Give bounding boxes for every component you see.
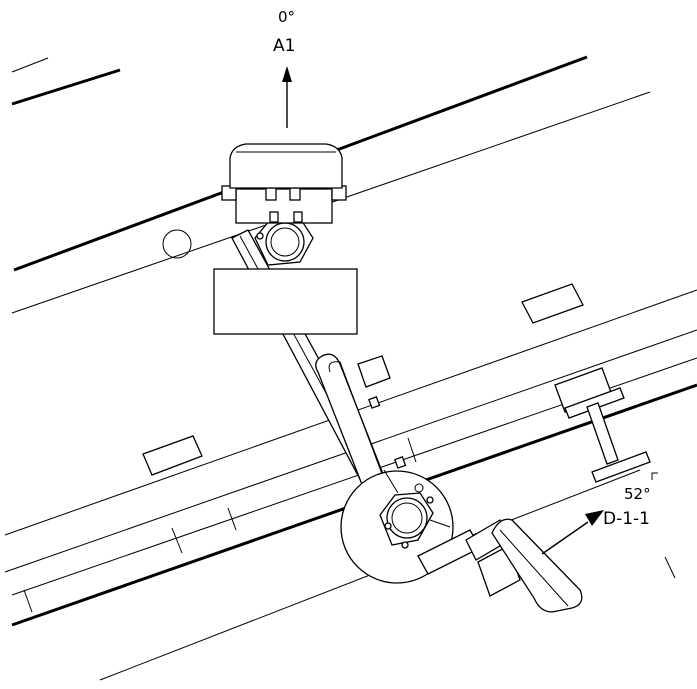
- parapet-line-top-left: [11, 68, 121, 106]
- upper-bolt-1: [256, 232, 264, 240]
- bracket-channel: [315, 353, 395, 511]
- clamp-leader-1: [383, 469, 399, 494]
- right-label-text: D-1-1: [603, 509, 650, 529]
- clamp-bolt-1: [384, 522, 392, 530]
- lower-panel-antenna: [417, 518, 583, 613]
- clamp-leader-2: [429, 519, 451, 528]
- i-beam-web: [586, 402, 619, 465]
- pad-mid-left: [142, 435, 203, 476]
- i-beam-top-flange: [564, 387, 625, 419]
- bracket-inner-line: [328, 361, 389, 491]
- pad-divider-3: [407, 437, 417, 463]
- bracket-bolt-bottom: [394, 456, 407, 469]
- top-label-text: A1: [273, 36, 295, 56]
- pad-divider-2: [171, 527, 183, 554]
- clamp-bolt-2: [426, 496, 434, 504]
- roof-edge-lines: [4, 55, 697, 681]
- upper-pipe: [265, 222, 305, 262]
- bracket-bolt-top: [368, 396, 381, 409]
- reference-circle: [162, 229, 192, 259]
- short-edge-line: [11, 57, 49, 73]
- base-plate-hole: [414, 483, 424, 493]
- right-direction-arrow: [541, 510, 604, 555]
- upper-antenna-body: [229, 143, 343, 189]
- upper-bracket-plate: [235, 188, 333, 224]
- pad-upper-right: [521, 283, 584, 324]
- pad-divider-1: [227, 507, 237, 531]
- pad-divider-4: [23, 589, 33, 613]
- lower-antenna-body: [491, 518, 583, 613]
- pad-under-bracket: [357, 355, 391, 388]
- top-arrow-head: [282, 66, 292, 82]
- upper-bracket-ear-left: [221, 185, 237, 201]
- lower-pipe-inner: [391, 502, 423, 534]
- label-box: [213, 268, 358, 335]
- right-arrow-head: [585, 510, 604, 526]
- upper-antenna-bracket: [221, 185, 347, 224]
- section-mark-bottom: [664, 556, 676, 579]
- lower-pipe-clamp: [379, 469, 451, 549]
- lower-pipe: [386, 497, 428, 539]
- clamp-bolt-3: [401, 541, 409, 549]
- i-beam-section: [564, 387, 651, 483]
- section-mark-top: [651, 472, 658, 480]
- blocking-pads: [23, 283, 613, 613]
- i-beam-bottom-flange: [591, 451, 651, 483]
- upper-bracket-bolt-2: [289, 187, 301, 201]
- upper-bracket-bolt-1: [265, 187, 277, 201]
- upper-pipe-inner: [270, 227, 300, 257]
- upper-bracket-bolt-4: [293, 211, 303, 223]
- top-direction-arrow: [282, 66, 292, 128]
- right-arrow-shaft: [541, 521, 589, 555]
- standoff-bracket: [315, 353, 407, 511]
- upper-bracket-bolt-3: [269, 211, 279, 223]
- lower-antenna-edge: [499, 529, 569, 607]
- right-azimuth-text: 52°: [624, 485, 651, 503]
- top-azimuth-text: 0°: [278, 8, 295, 26]
